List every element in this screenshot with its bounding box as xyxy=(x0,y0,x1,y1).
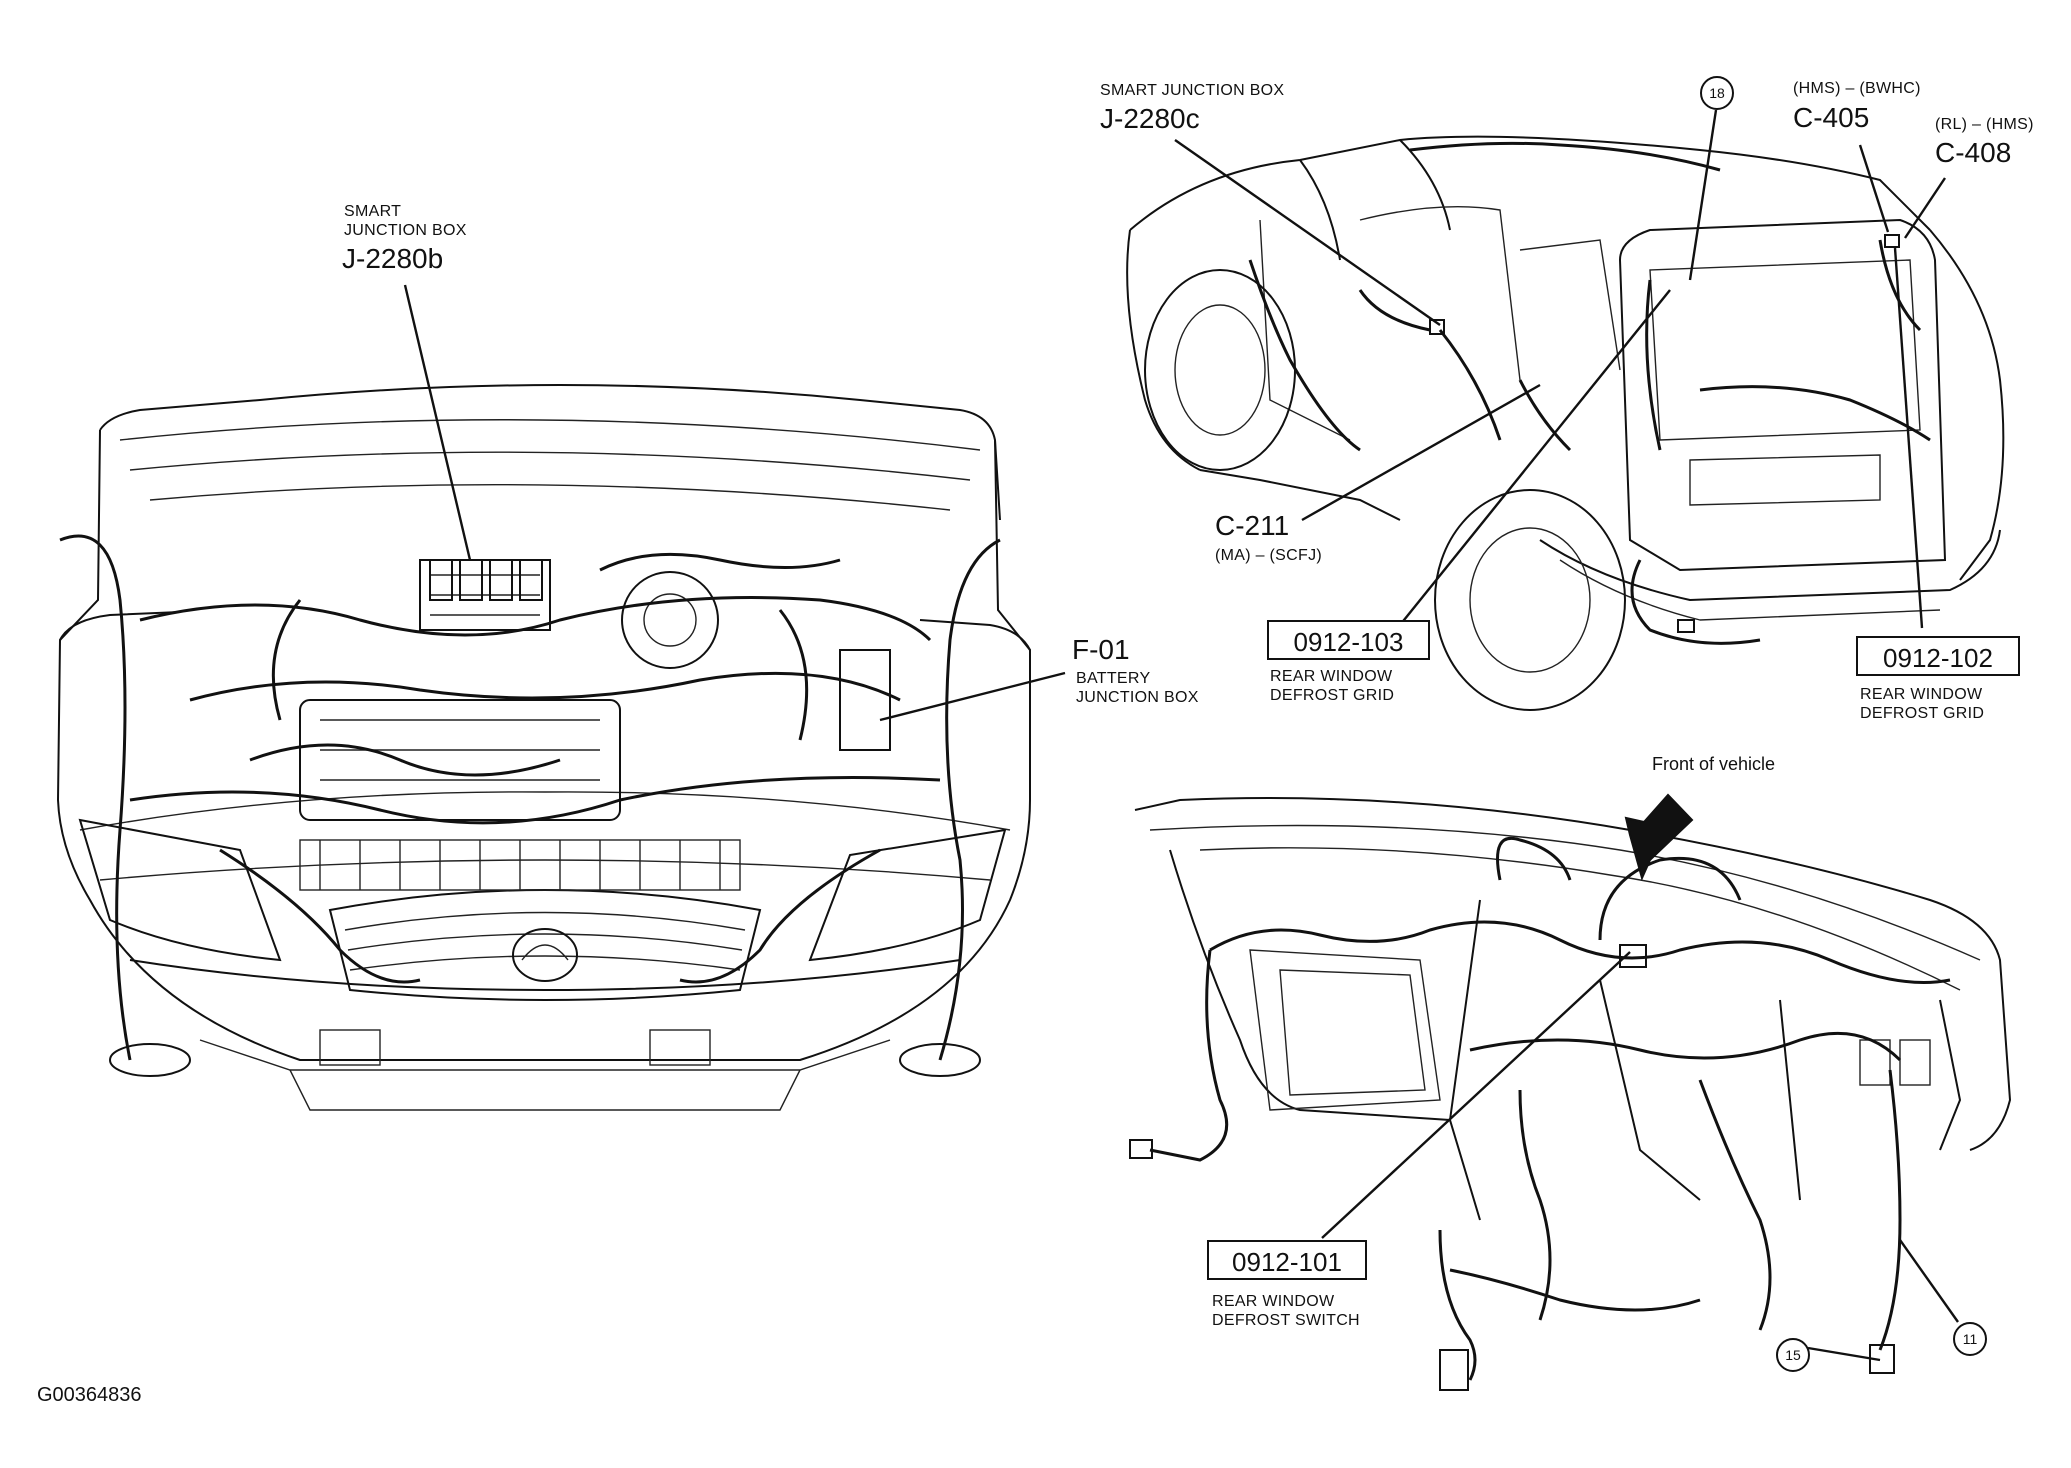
c408-connector-id: C-408 xyxy=(1935,137,2012,168)
engine-sjb-label-line2: JUNCTION BOX xyxy=(344,222,467,239)
defrost-grid-right-ref-box: 0912-102 xyxy=(1856,636,2020,676)
defrost-grid-left-label-line2: DEFROST GRID xyxy=(1270,687,1395,704)
c211-codes: (MA) – (SCFJ) xyxy=(1215,547,1323,564)
dashboard-illustration xyxy=(1129,797,2012,1391)
defrost-grid-left-label-line1: REAR WINDOW xyxy=(1270,668,1393,685)
engine-sjb-connector-id: J-2280b xyxy=(342,243,444,274)
battery-jb-label-line2: JUNCTION BOX xyxy=(1076,689,1199,706)
defrost-grid-right-label-line1: REAR WINDOW xyxy=(1860,686,1983,703)
defrost-switch-ref-box: 0912-101 xyxy=(1207,1240,1367,1280)
defrost-switch-label-line1: REAR WINDOW xyxy=(1212,1293,1335,1310)
callout-15: 15 xyxy=(1776,1338,1810,1372)
rear-sjb-label: SMART JUNCTION BOX xyxy=(1100,82,1285,99)
c408-codes: (RL) – (HMS) xyxy=(1935,116,2034,133)
callout-11: 11 xyxy=(1953,1322,1987,1356)
callout-18: 18 xyxy=(1700,76,1734,110)
rear-vehicle-illustration xyxy=(1126,135,2005,711)
engine-bay-illustration xyxy=(57,384,1031,1111)
battery-jb-label-line1: BATTERY xyxy=(1076,670,1151,687)
defrost-switch-label-line2: DEFROST SWITCH xyxy=(1212,1312,1360,1329)
direction-arrow-icon xyxy=(1624,793,1694,881)
c405-codes: (HMS) – (BWHC) xyxy=(1793,80,1921,97)
front-of-vehicle-label: Front of vehicle xyxy=(1652,754,1776,774)
figure-id: G00364836 xyxy=(37,1384,142,1406)
rear-sjb-connector-id: J-2280c xyxy=(1100,103,1200,134)
engine-sjb-label-line1: SMART xyxy=(344,203,402,220)
defrost-grid-left-ref-box: 0912-103 xyxy=(1267,620,1430,660)
c405-connector-id: C-405 xyxy=(1793,102,1870,133)
defrost-grid-right-label-line2: DEFROST GRID xyxy=(1860,705,1985,722)
battery-jb-connector-id: F-01 xyxy=(1072,634,1130,665)
c211-connector-id: C-211 xyxy=(1215,510,1290,541)
